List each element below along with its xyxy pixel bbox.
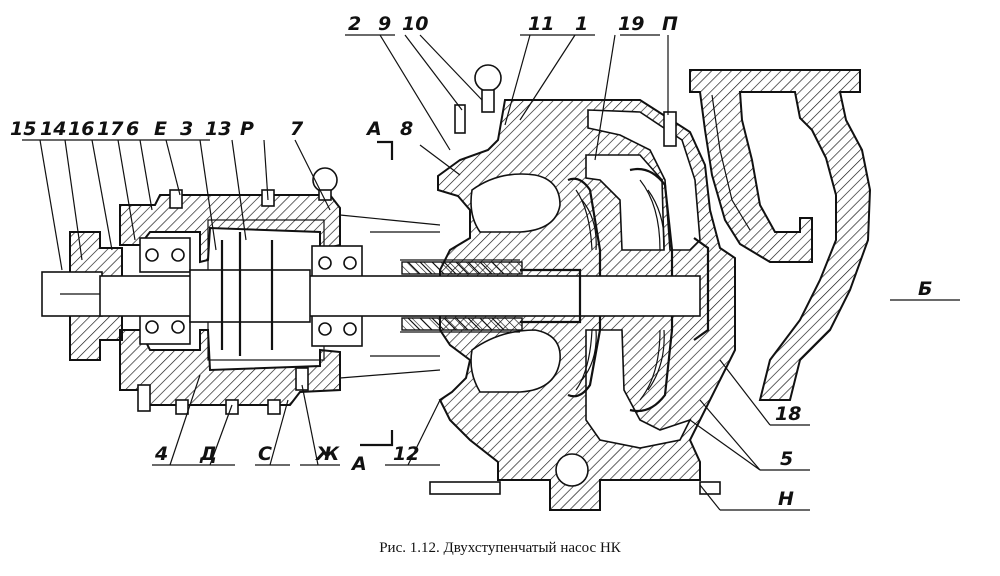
- label-12: 12: [393, 443, 419, 465]
- fasteners: [169, 64, 721, 495]
- leader-lines: [22, 34, 960, 511]
- discharge-casing: [689, 69, 872, 401]
- label-2: 2: [348, 13, 361, 35]
- bearing-rear: [311, 245, 363, 347]
- label-section-A-bottom: A: [350, 453, 367, 475]
- label-13: 13: [205, 118, 231, 140]
- label-Pi: П: [662, 13, 678, 35]
- label-16: 16: [68, 118, 94, 140]
- bearing-housing: [119, 167, 441, 415]
- label-7: 7: [290, 118, 304, 140]
- label-1: 1: [575, 13, 588, 35]
- label-17: 17: [97, 118, 124, 140]
- label-9: 9: [378, 13, 391, 35]
- label-H: Н: [778, 488, 794, 510]
- label-8: 8: [400, 118, 413, 140]
- label-11: 11: [528, 13, 554, 35]
- label-C: С: [258, 443, 272, 465]
- label-4: 4: [154, 443, 168, 465]
- label-Zh: Ж: [314, 443, 340, 465]
- label-18: 18: [775, 403, 801, 425]
- shaft: [99, 232, 701, 356]
- label-P: P: [240, 118, 254, 140]
- label-6: 6: [126, 118, 139, 140]
- label-5: 5: [780, 448, 793, 470]
- label-14: 14: [40, 118, 66, 140]
- label-B: Б: [918, 278, 932, 300]
- part-labels: 15 14 16 17 6 E 3 13 P 7 A 8 2 9 10 11 1…: [10, 13, 932, 510]
- figure-caption: Рис. 1.12. Двухступенчатый насос НК: [379, 540, 621, 556]
- label-3: 3: [180, 118, 193, 140]
- label-section-A-top: A: [365, 118, 382, 140]
- label-10: 10: [402, 13, 428, 35]
- shaft-coupling: [41, 231, 123, 361]
- label-15: 15: [10, 118, 36, 140]
- label-E: E: [154, 118, 167, 140]
- label-D: Д: [199, 443, 217, 465]
- label-19: 19: [618, 13, 644, 35]
- gland-seal: [401, 261, 523, 331]
